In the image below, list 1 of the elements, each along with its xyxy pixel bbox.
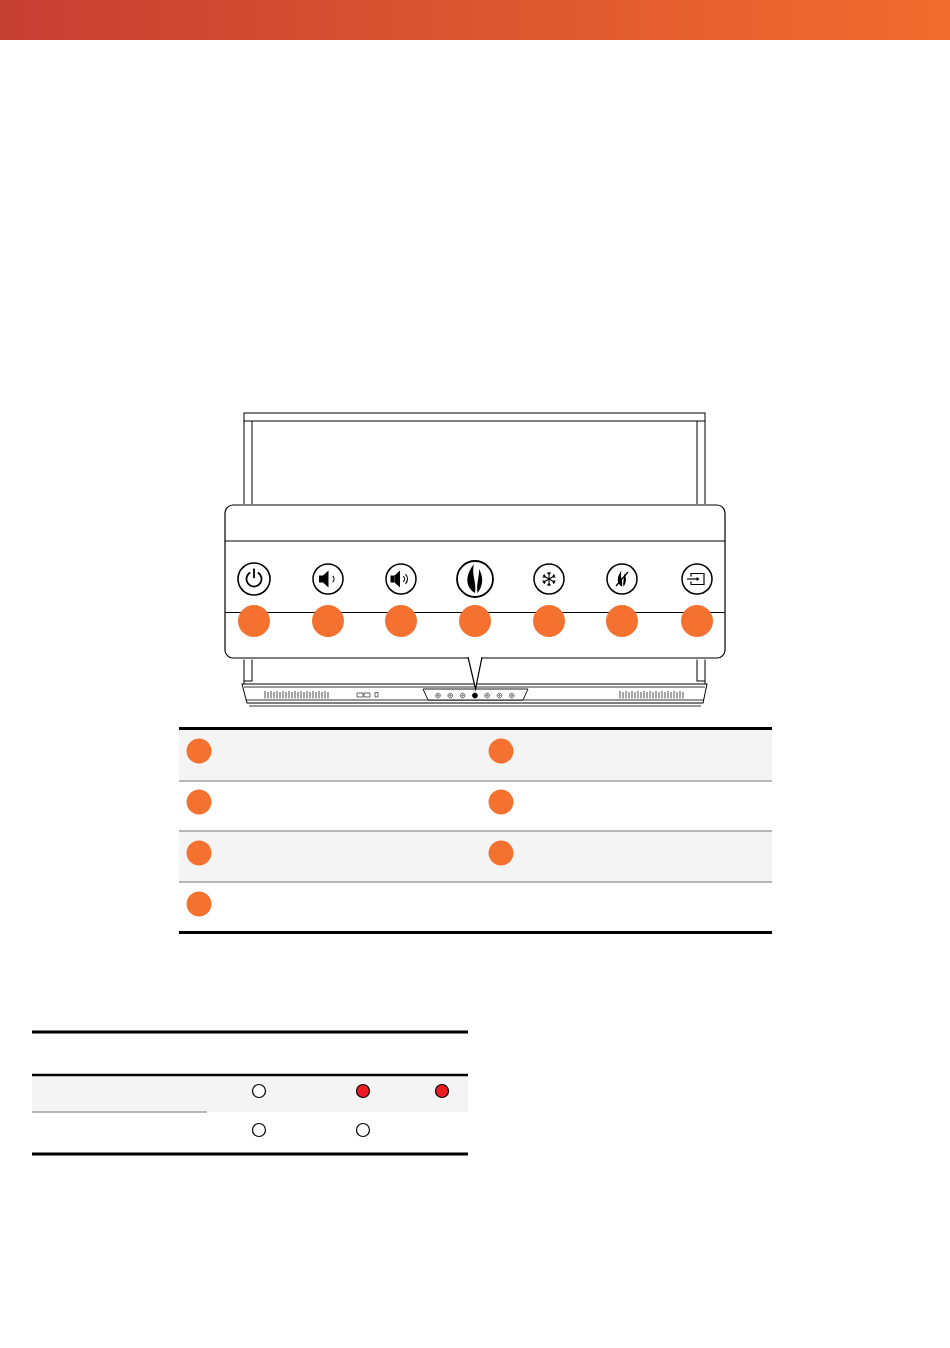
callout-pointer bbox=[467, 656, 483, 692]
